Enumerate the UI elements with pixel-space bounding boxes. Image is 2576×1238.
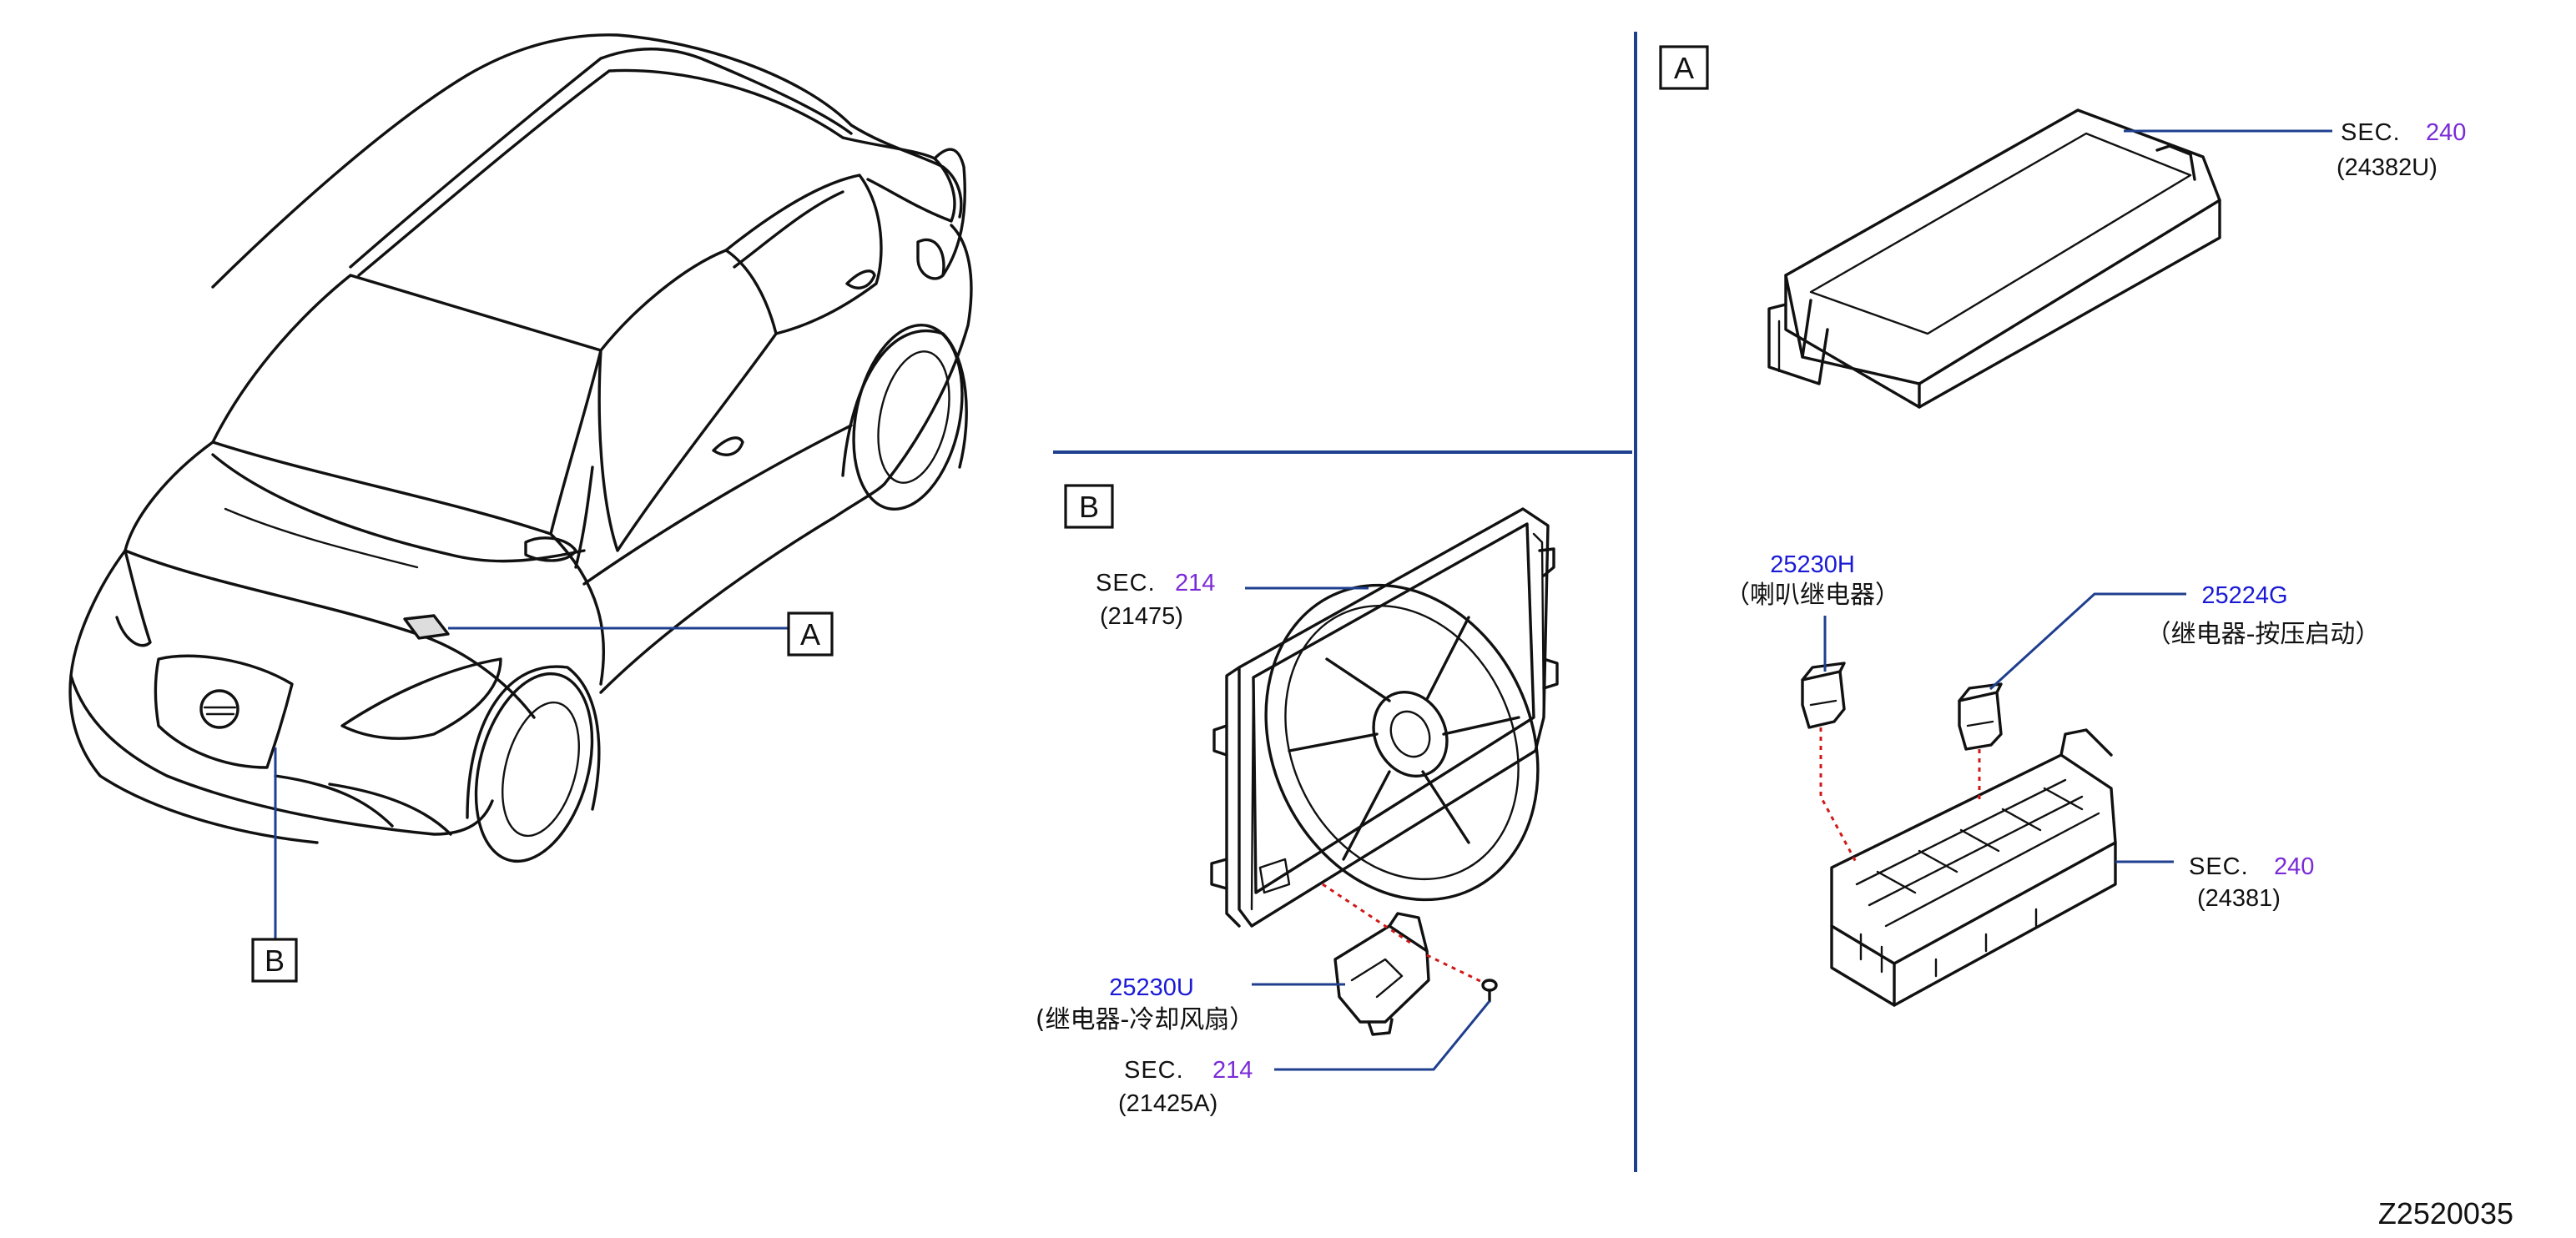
svg-text:25230H: 25230H [1770,551,1855,578]
horn-relay [1801,662,1846,729]
svg-text:SEC.: SEC. [2189,853,2249,880]
label-push-start-relay: 25224G （继电器-按压启动） [2146,582,2381,649]
radiator-fan-assembly [1210,507,1559,928]
svg-text:(24382U): (24382U) [2337,154,2437,181]
label-fan-relay: 25230U (继电器-冷却风扇） [1036,974,1255,1034]
svg-text:A: A [1674,51,1694,85]
callout-b-section: B [1064,484,1114,529]
clip [1481,979,1498,1003]
label-clip: SEC. 214 (21425A) [1118,1057,1253,1117]
svg-text:240: 240 [2274,853,2314,880]
svg-text:（继电器-按压启动）: （继电器-按压启动） [2146,620,2381,649]
fuse-block [1830,728,2117,1007]
svg-text:(24381): (24381) [2197,885,2281,912]
cooling-fan-relay [1333,912,1430,1036]
vehicle-illustration [68,33,973,863]
label-fuse-block: SEC. 240 (24381) [2189,853,2314,912]
svg-text:25224G: 25224G [2201,582,2287,609]
svg-text:(继电器-冷却风扇）: (继电器-冷却风扇） [1036,1005,1255,1034]
svg-text:240: 240 [2426,119,2466,146]
fuse-box-cover [1767,108,2221,409]
diagram-code: Z2520035 [2378,1196,2513,1230]
label-fuse-cover: SEC. 240 (24382U) [2337,119,2466,181]
svg-text:25230U: 25230U [1109,974,1194,1001]
hidden-line-clip [1426,954,1485,984]
relay-box-marker [403,614,450,640]
svg-text:（喇叭继电器）: （喇叭继电器） [1725,581,1900,610]
svg-text:B: B [265,944,285,978]
svg-text:SEC.: SEC. [1124,1057,1184,1084]
callout-b-vehicle: B [251,938,298,983]
label-horn-relay: 25230H （喇叭继电器） [1725,551,1900,610]
svg-text:214: 214 [1212,1057,1253,1084]
svg-text:(21475): (21475) [1100,603,1183,630]
push-start-relay [1958,682,2003,751]
svg-text:SEC.: SEC. [2341,119,2401,146]
svg-text:214: 214 [1175,570,1215,596]
svg-text:SEC.: SEC. [1096,570,1156,596]
svg-text:A: A [800,617,820,652]
svg-text:(21425A): (21425A) [1118,1090,1217,1117]
hidden-line-horn [1819,727,1858,864]
callout-a-section: A [1659,45,1709,90]
svg-text:B: B [1079,490,1099,524]
callout-a-vehicle: A [787,611,834,657]
label-radiator-fan: SEC. 214 (21475) [1096,570,1215,630]
